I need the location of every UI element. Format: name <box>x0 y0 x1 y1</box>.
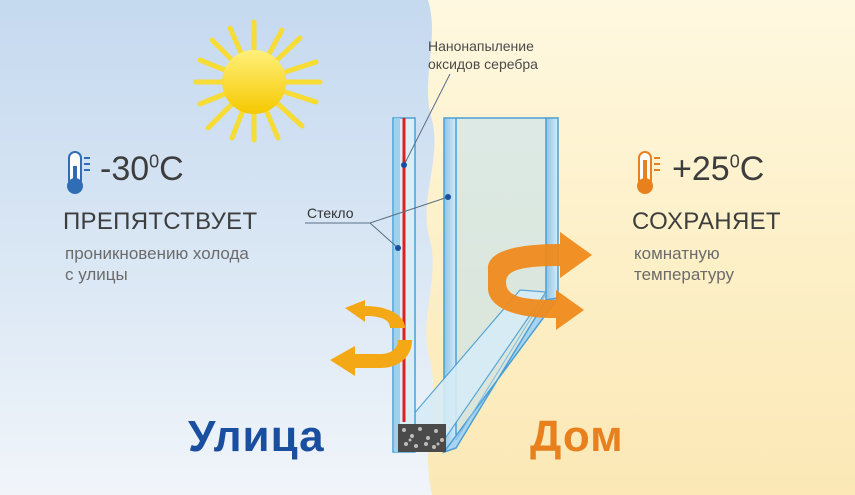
outside-description-line1: проникновению холода <box>65 244 249 263</box>
thermometer-warm-icon <box>637 151 660 194</box>
outside-description-line2: с улицы <box>65 265 128 284</box>
outside-description: проникновению холода с улицы <box>65 243 249 285</box>
home-label: Дом <box>530 412 624 461</box>
coating-callout-line1: Нанонапыление <box>428 38 534 54</box>
coating-callout-line2: оксидов серебра <box>428 56 538 72</box>
street-label: Улица <box>188 412 325 461</box>
inside-temperature: +250C <box>672 150 765 188</box>
arrow-reflect-icon <box>330 300 412 376</box>
cold-background <box>0 0 435 495</box>
outside-temperature: -300C <box>100 150 184 188</box>
coating-callout: Нанонапыление оксидов серебра <box>428 37 538 73</box>
edge-seal <box>398 424 446 452</box>
inside-description-line1: комнатную <box>634 244 720 263</box>
glass-callout: Стекло <box>307 205 354 221</box>
inside-description-line2: температуру <box>634 265 734 284</box>
coating-dot <box>401 162 407 168</box>
glass-dot-outer <box>395 245 401 251</box>
outside-headline: ПРЕПЯТСТВУЕТ <box>63 208 258 235</box>
callout-lines <box>305 73 451 249</box>
glass-dot-inner <box>445 194 451 200</box>
thermometer-cold-icon <box>67 151 90 194</box>
inside-headline: СОХРАНЯЕТ <box>632 208 781 235</box>
sun-icon <box>193 19 323 143</box>
arrow-circulate-icon <box>487 232 592 330</box>
inside-description: комнатную температуру <box>634 243 734 285</box>
